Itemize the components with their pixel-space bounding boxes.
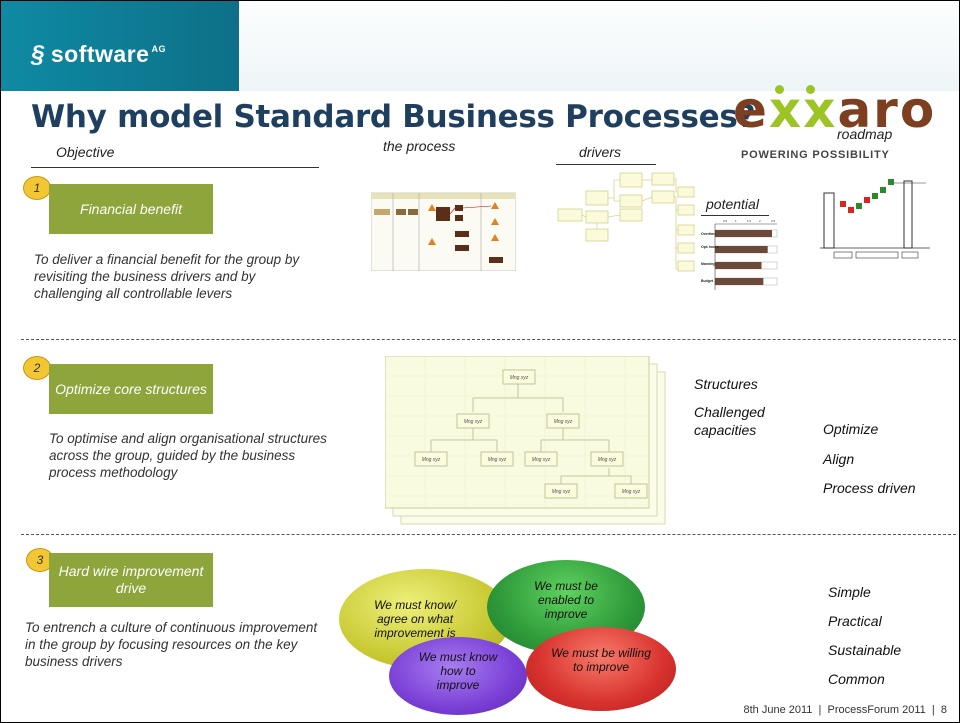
drivers-tree-thumbnail <box>556 169 696 277</box>
org-node: Mng xyz <box>510 375 529 381</box>
row3-list-item: Common <box>828 671 885 687</box>
org-node: Mng xyz <box>532 457 551 463</box>
page-number: 8 <box>940 704 947 716</box>
org-node: Mng xyz <box>552 489 571 495</box>
column-process: the process <box>383 138 456 154</box>
org-chart-diagram: Mng xyz Mng xyz Mng xyz Mng xyz Mng xyz … <box>385 356 667 526</box>
potential-bar <box>715 262 762 269</box>
row-divider-2 <box>21 534 956 535</box>
svg-text:Manning: Manning <box>701 262 715 266</box>
svg-text:2: 2 <box>759 219 761 223</box>
svg-text:0.5: 0.5 <box>723 219 728 223</box>
software-ag-s-icon: § <box>31 41 45 68</box>
org-node: Mng xyz <box>422 457 441 463</box>
row-2-number-badge: 2 <box>23 356 51 380</box>
org-node: Mng xyz <box>488 457 507 463</box>
svg-text:Budget: Budget <box>701 279 714 283</box>
potential-rule <box>701 215 769 216</box>
footer-separator: | <box>928 704 938 716</box>
exxaro-logo: exxaro POWERING POSSIBILITY <box>733 81 937 163</box>
header-light-panel <box>239 1 959 91</box>
column-potential: potential <box>706 196 759 212</box>
svg-text:2.5: 2.5 <box>771 219 776 223</box>
drivers-rule <box>556 164 656 165</box>
roadmap-waterfall-chart <box>816 163 934 265</box>
svg-text:1.5: 1.5 <box>747 219 752 223</box>
row-1-box: Financial benefit <box>49 184 213 234</box>
ellipse-willing: We must be willing to improve <box>526 627 676 711</box>
process-swimlane-thumbnail <box>371 187 516 271</box>
svg-text:Ops hours: Ops hours <box>701 245 719 249</box>
potential-bar <box>715 246 768 253</box>
logo-dot-icon <box>775 85 784 94</box>
page-title: Why model Standard Business Processes? <box>31 99 756 135</box>
row-2-box: Optimize core structures <box>49 364 213 414</box>
potential-bar <box>715 230 773 237</box>
column-objective: Objective <box>56 144 115 160</box>
brand-suffix: AG <box>151 44 166 54</box>
ellipse-know-how: We must know how to improve <box>389 637 527 715</box>
org-node: Mng xyz <box>622 489 641 495</box>
row-divider-1 <box>21 339 956 340</box>
brand-panel <box>1 1 239 91</box>
org-node: Mng xyz <box>598 457 617 463</box>
row3-list-item: Sustainable <box>828 642 902 658</box>
structures-label: Structures <box>694 376 758 392</box>
logo-tagline: POWERING POSSIBILITY <box>741 149 890 161</box>
svg-text:Overtime: Overtime <box>701 232 716 236</box>
row-1-description: To deliver a financial benefit for the g… <box>34 252 300 301</box>
org-node: Mng xyz <box>554 419 573 425</box>
footer: 8th June 2011 | ProcessForum 2011 | 8 <box>744 704 948 716</box>
row-1-number-badge: 1 <box>23 176 51 200</box>
row-2-description: To optimise and align organisational str… <box>49 431 327 480</box>
row3-list-item: Simple <box>828 584 871 600</box>
svg-text:1: 1 <box>735 219 737 223</box>
row2-list-item: Optimize <box>823 421 879 437</box>
exxaro-wordmark: exxaro <box>733 81 937 139</box>
footer-separator: | <box>815 704 825 716</box>
challenged-capacities-label: Challenged capacities <box>694 404 765 438</box>
logo-dot-icon <box>806 85 815 94</box>
row-3-box: Hard wire improvement drive <box>49 553 213 607</box>
row3-list-item: Practical <box>828 613 882 629</box>
footer-date: 8th June 2011 <box>743 704 813 716</box>
brand-name: software <box>50 41 150 67</box>
footer-event: ProcessForum 2011 <box>827 704 926 716</box>
objective-rule <box>31 167 319 168</box>
org-node: Mng xyz <box>464 419 483 425</box>
potential-bar-chart: 0.5 1 1.5 2 2.5 Overtime Ops hours Manning B… <box>701 218 779 292</box>
potential-bar <box>715 278 764 285</box>
column-drivers: drivers <box>579 144 622 160</box>
column-roadmap: roadmap <box>837 126 893 142</box>
row-3-description: To entrench a culture of continuous impr… <box>25 620 318 669</box>
row2-list-item: Process driven <box>823 480 916 496</box>
row2-list-item: Align <box>823 451 855 467</box>
